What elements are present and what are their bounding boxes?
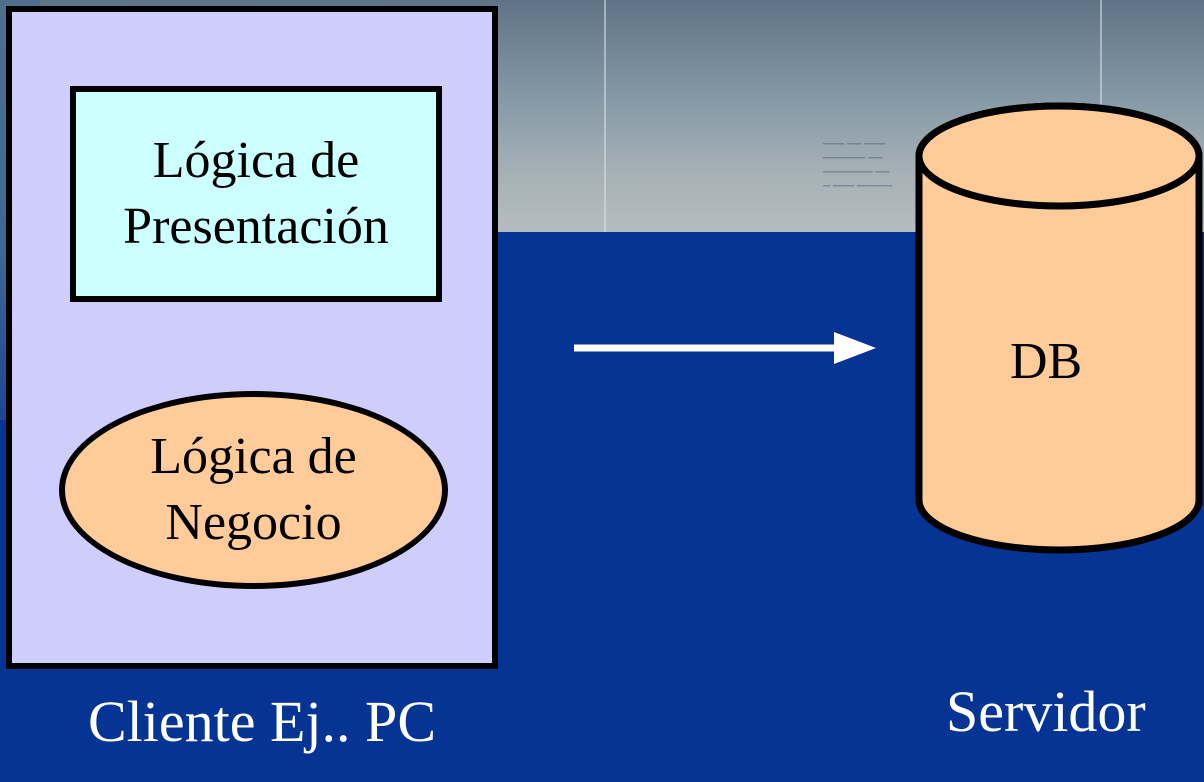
business-logic-line2: Negocio [165, 494, 342, 551]
presentation-logic-line2: Presentación [123, 198, 389, 255]
client-label: Cliente Ej.. PC [88, 689, 436, 754]
arrow-head [834, 332, 876, 364]
connection-arrow [574, 332, 876, 364]
background-printed-text: ─── ── ─── ────── ── ─────── ── ─ ─── ──… [823, 139, 893, 192]
presentation-logic-line1: Lógica de [152, 132, 360, 189]
server-label: Servidor [946, 679, 1146, 744]
database-cylinder [915, 102, 1203, 554]
presentation-logic-box: Lógica de Presentación [70, 86, 442, 302]
db-cylinder-top [915, 102, 1203, 210]
business-logic-line1: Lógica de [150, 428, 357, 485]
background-divider-line [604, 0, 606, 232]
db-label: DB [1010, 333, 1083, 390]
business-logic-ellipse: Lógica de Negocio [59, 391, 448, 589]
